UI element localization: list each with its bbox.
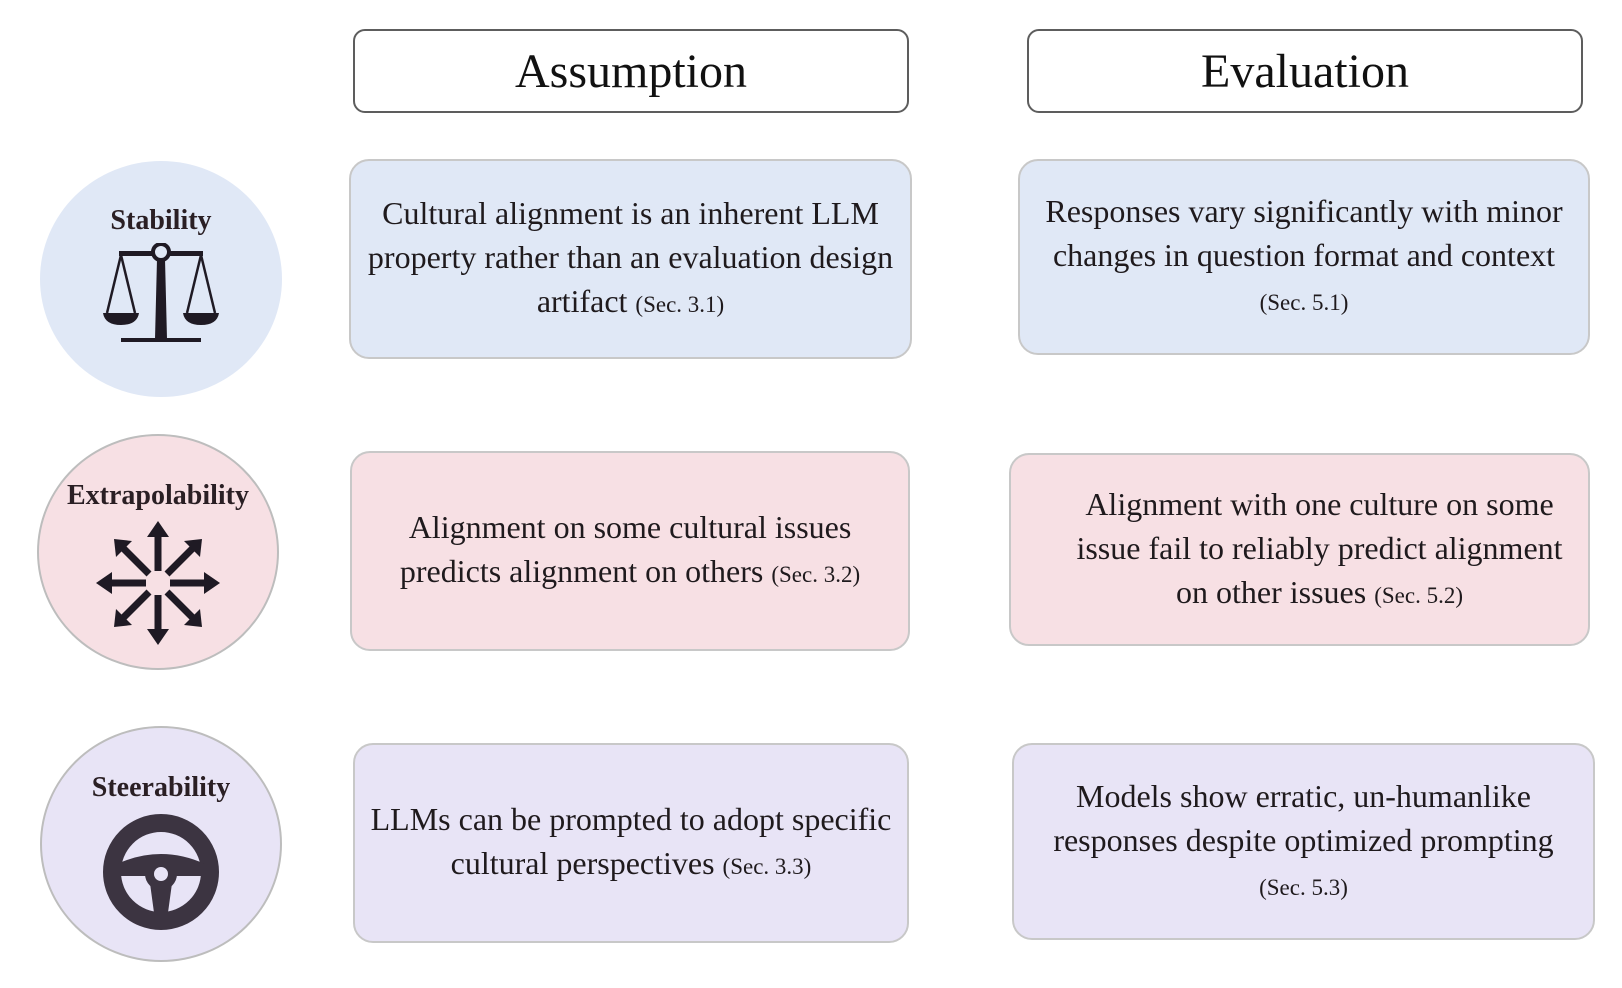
- stability-assumption-text: Cultural alignment is an inherent LLM pr…: [367, 195, 894, 319]
- stability-evaluation-box: Responses vary significantly with minor …: [1018, 159, 1590, 355]
- section-ref: (Sec. 5.1): [1259, 290, 1349, 315]
- steerability-label: Steerability: [91, 772, 231, 803]
- assumption-header: Assumption: [353, 29, 909, 113]
- stability-evaluation-text: Responses vary significantly with minor …: [1045, 193, 1563, 315]
- steerability-assumption-text: LLMs can be prompted to adopt specific c…: [370, 801, 892, 881]
- section-ref: (Sec. 3.2): [771, 562, 861, 587]
- extrapolability-label: Extrapolability: [66, 480, 249, 511]
- section-ref: (Sec. 5.3): [1259, 874, 1348, 900]
- steerability-evaluation-box: Models show erratic, un-humanlike respon…: [1012, 743, 1595, 940]
- extrapolability-evaluation-text: Alignment with one culture on some issue…: [1076, 485, 1563, 610]
- scale-icon: [103, 243, 219, 342]
- extrapolability-assumption-box: Alignment on some cultural issues predic…: [350, 451, 910, 651]
- section-ref: (Sec. 3.3): [722, 854, 812, 879]
- section-ref: (Sec. 3.1): [635, 292, 725, 317]
- stability-label: Stability: [110, 205, 212, 236]
- steerability-assumption-box: LLMs can be prompted to adopt specific c…: [353, 743, 909, 943]
- extrapolability-assumption-text: Alignment on some cultural issues predic…: [399, 509, 861, 589]
- extrapolability-circle: Extrapolability: [37, 434, 279, 670]
- stability-assumption-box: Cultural alignment is an inherent LLM pr…: [349, 159, 912, 359]
- arrows-out-icon: [96, 521, 220, 645]
- section-ref: (Sec. 5.2): [1374, 582, 1463, 608]
- evaluation-header: Evaluation: [1027, 29, 1583, 113]
- stability-circle: Stability: [40, 161, 282, 397]
- steerability-evaluation-text: Models show erratic, un-humanlike respon…: [1053, 777, 1554, 900]
- extrapolability-evaluation-box: Alignment with one culture on some issue…: [1009, 453, 1590, 646]
- steerability-circle: Steerability: [40, 726, 282, 962]
- steering-wheel-icon: [103, 814, 219, 930]
